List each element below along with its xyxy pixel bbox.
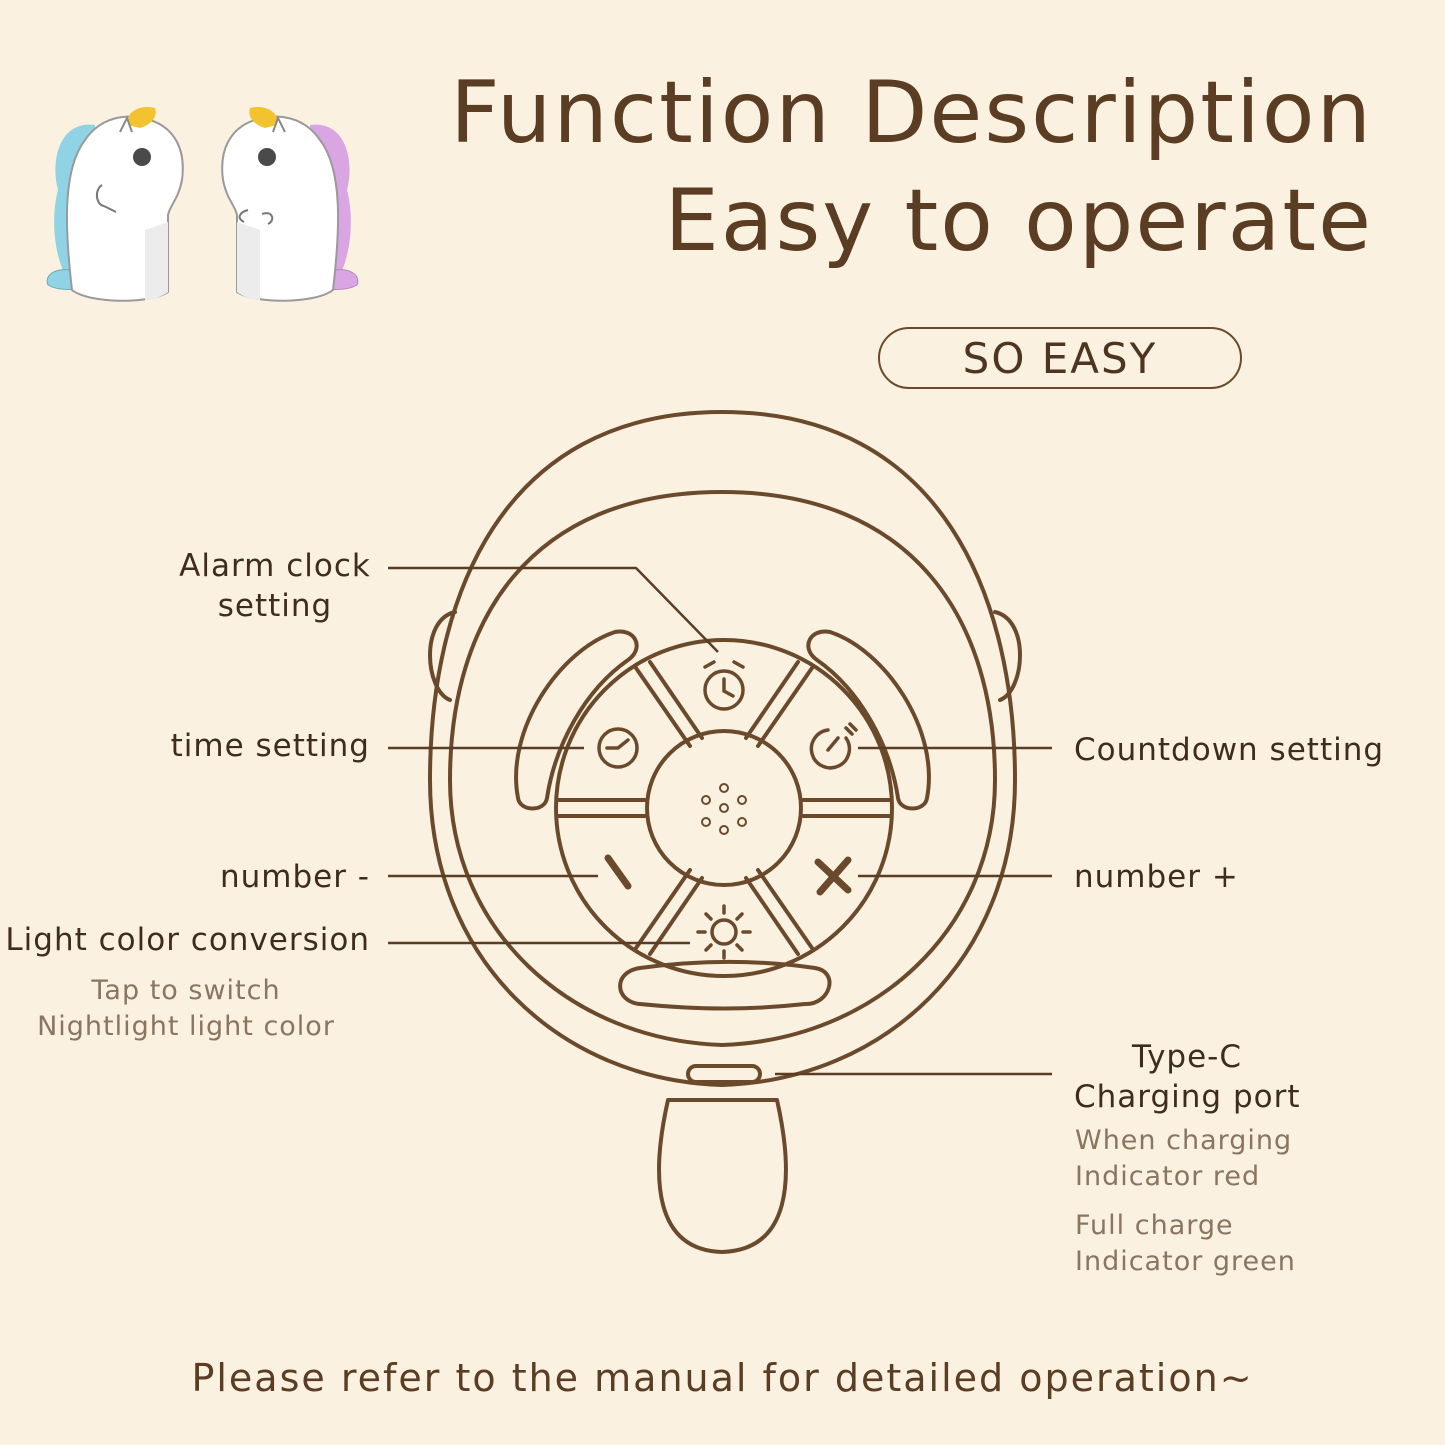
- so-easy-badge: SO EASY: [878, 327, 1242, 389]
- light-color-label: Light color conversion: [5, 922, 370, 958]
- page-subtitle: Easy to operate: [664, 171, 1373, 271]
- unicorn-left-icon: [46, 106, 184, 302]
- typec-label-line2: Charging port: [1074, 1079, 1301, 1116]
- unicorn-right-icon: [221, 106, 359, 302]
- light-color-note: Tap to switch Nightlight light color: [0, 973, 372, 1046]
- countdown-timer-icon: [809, 722, 858, 770]
- speaker-icon: [701, 783, 747, 835]
- typec-port-label: Type-C Charging port: [1074, 1037, 1300, 1118]
- number-plus-label: number +: [1074, 859, 1239, 895]
- plus-icon: [814, 856, 852, 896]
- alarm-clock-icon: [703, 660, 745, 711]
- full-note-line1: Full charge: [1075, 1210, 1234, 1241]
- mascot-illustration: [46, 106, 359, 302]
- typec-label-line1: Type-C: [1131, 1039, 1243, 1075]
- alarm-clock-label: Alarm clock setting: [170, 546, 380, 627]
- sun-icon: [696, 904, 752, 960]
- time-setting-label: time setting: [170, 728, 370, 764]
- alarm-label-line1: Alarm clock: [179, 548, 371, 584]
- alarm-label-line2: setting: [217, 588, 333, 625]
- full-charge-note: Full charge Indicator green: [1075, 1208, 1296, 1281]
- charging-note-line1: When charging: [1075, 1125, 1293, 1156]
- number-minus-label: number -: [219, 859, 370, 895]
- minus-icon: [604, 854, 632, 890]
- full-note-line2: Indicator green: [1075, 1246, 1296, 1278]
- footer-note: Please refer to the manual for detailed …: [191, 1356, 1254, 1400]
- light-note-line2: Nightlight light color: [37, 1011, 335, 1043]
- charging-note-line2: Indicator red: [1075, 1161, 1261, 1193]
- light-note-line1: Tap to switch: [91, 975, 281, 1006]
- charging-note: When charging Indicator red: [1075, 1123, 1292, 1196]
- clock-icon: [597, 727, 639, 769]
- page-title: Function Description: [450, 63, 1373, 163]
- countdown-label: Countdown setting: [1074, 732, 1385, 768]
